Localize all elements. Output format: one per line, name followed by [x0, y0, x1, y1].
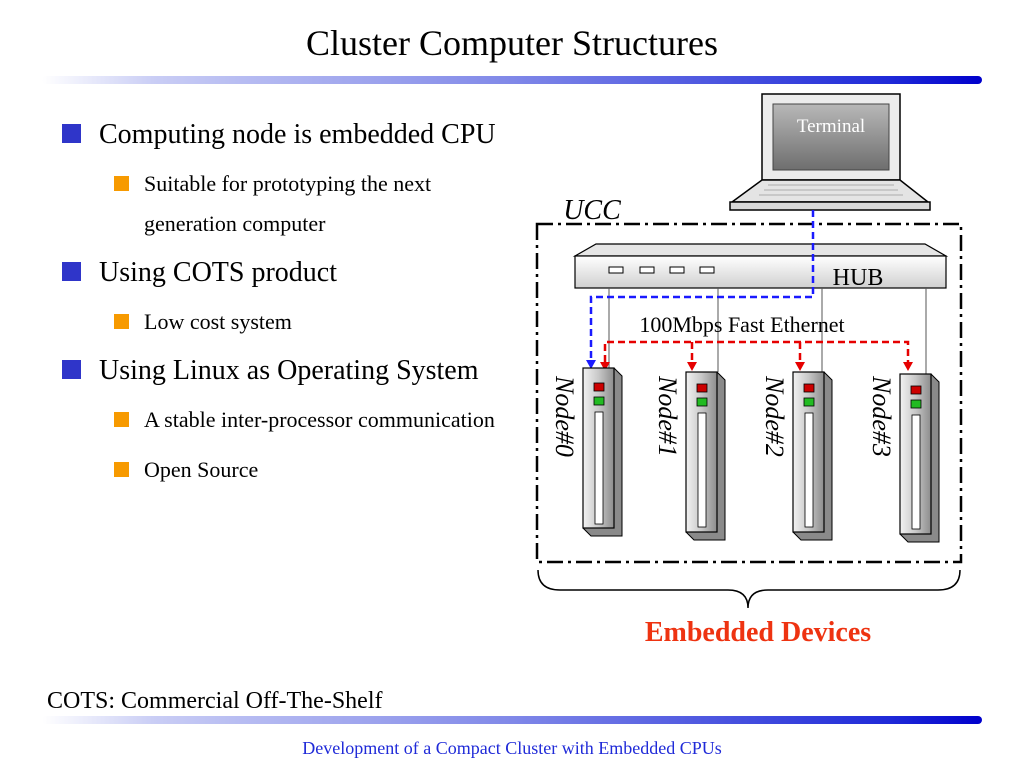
- terminal-link-arrow: [586, 360, 596, 369]
- hub-front: [574, 255, 947, 289]
- node-bus: [600, 340, 913, 371]
- sub-bullet-text: Open Source: [144, 457, 259, 482]
- node-3: Node#3: [867, 373, 940, 543]
- sub-bullet-item: Low cost system: [114, 302, 502, 342]
- node-led-green: [803, 397, 815, 407]
- node-label: Node#0: [550, 375, 579, 457]
- slide-title: Cluster Computer Structures: [306, 23, 718, 63]
- footer-divider: [42, 716, 982, 724]
- terminal-link-line: [589, 210, 815, 360]
- network-label: 100Mbps Fast Ethernet: [639, 312, 844, 337]
- node-drive-slot: [804, 412, 814, 528]
- bullet-text: Using Linux as Operating System: [99, 355, 479, 386]
- sub-bullet-text: A stable inter-processor communication: [144, 407, 495, 432]
- node-led-green: [910, 399, 922, 409]
- sub-bullet-item: Suitable for prototyping the next genera…: [114, 164, 502, 244]
- bullet-text: Using COTS product: [99, 257, 337, 288]
- hub-label: HUB: [833, 265, 884, 291]
- terminal-laptop: Terminal: [729, 93, 931, 211]
- terminal-label: Terminal: [797, 116, 865, 137]
- hub-port-light: [699, 266, 715, 274]
- node-label: Node#1: [653, 375, 682, 457]
- bullet-marker: [62, 360, 81, 379]
- bullet-item: Computing node is embedded CPU: [62, 110, 502, 160]
- keyboard-keys: [759, 184, 903, 196]
- node-led-green: [593, 396, 605, 406]
- hub-port-light: [639, 266, 655, 274]
- node-bus-line: [603, 340, 910, 362]
- node-2: Node#2: [760, 371, 833, 541]
- ucc-boundary: [535, 222, 963, 564]
- laptop-screen: [772, 103, 890, 171]
- bullet-marker: [62, 262, 81, 281]
- hub-port-light: [669, 266, 685, 274]
- sub-bullet-marker: [114, 412, 129, 427]
- group-brace: [537, 569, 961, 609]
- node-label: Node#3: [867, 375, 896, 457]
- slide-footer: Development of a Compact Cluster with Em…: [302, 738, 722, 758]
- cots-footnote: COTS: Commercial Off-The-Shelf: [47, 688, 383, 714]
- node-bus-arrow: [600, 362, 610, 371]
- node-1: Node#1: [653, 371, 726, 541]
- node-led-red: [696, 383, 708, 393]
- bullet-item: Using Linux as Operating System: [62, 346, 502, 396]
- node-led-red: [593, 382, 605, 392]
- embedded-devices-label: Embedded Devices: [645, 617, 871, 648]
- sub-bullet-marker: [114, 176, 129, 191]
- node-drive-slot: [911, 414, 921, 530]
- title-divider: [42, 76, 982, 84]
- hub-top: [572, 243, 949, 257]
- node-led-red: [910, 385, 922, 395]
- bullet-text: Computing node is embedded CPU: [99, 119, 496, 150]
- sub-bullet-item: Open Source: [114, 450, 502, 490]
- ucc-label: UCC: [563, 195, 621, 226]
- node-led-red: [803, 383, 815, 393]
- laptop-keyboard: [729, 179, 931, 203]
- node-label: Node#2: [760, 375, 789, 457]
- node-bus-arrow: [687, 362, 697, 371]
- hub-device: [572, 243, 949, 289]
- sub-bullet-text: Low cost system: [144, 309, 292, 334]
- node-drive-slot: [697, 412, 707, 528]
- hub-port-light: [608, 266, 624, 274]
- node-bus-arrow: [795, 362, 805, 371]
- bullet-list: Computing node is embedded CPU Suitable …: [62, 110, 502, 490]
- bullet-item: Using COTS product: [62, 248, 502, 298]
- sub-bullet-text: Suitable for prototyping the next genera…: [144, 171, 432, 236]
- bullet-marker: [62, 124, 81, 143]
- laptop-base: [729, 201, 931, 211]
- sub-bullet-marker: [114, 314, 129, 329]
- node-bus-arrow: [903, 362, 913, 371]
- node-drive-slot: [594, 411, 604, 525]
- node-led-green: [696, 397, 708, 407]
- terminal-link: [586, 210, 815, 369]
- sub-bullet-marker: [114, 462, 129, 477]
- sub-bullet-item: A stable inter-processor communication: [114, 400, 502, 440]
- node-0: Node#0: [550, 367, 623, 537]
- hub-cables: [608, 288, 927, 374]
